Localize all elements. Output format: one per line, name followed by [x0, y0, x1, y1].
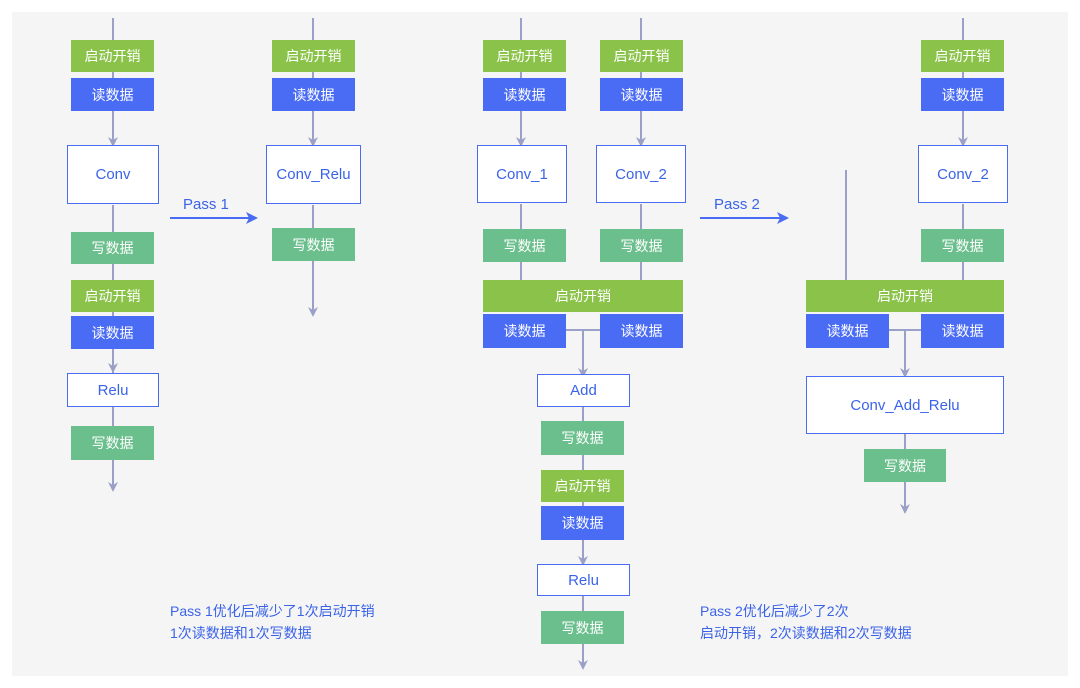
- read-data-box: 读数据: [483, 314, 566, 348]
- read-data-box: 读数据: [806, 314, 889, 348]
- conv-1-op-box: Conv_1: [477, 145, 567, 203]
- relu-op-box: Relu: [537, 564, 630, 596]
- pass2-note-line2: 启动开销，2次读数据和2次写数据: [700, 625, 912, 641]
- read-data-box: 读数据: [600, 78, 683, 111]
- conv-2-op-box: Conv_2: [596, 145, 686, 203]
- write-data-box: 写数据: [600, 229, 683, 262]
- read-data-box: 读数据: [71, 78, 154, 111]
- write-data-box: 写数据: [864, 449, 946, 482]
- write-data-box: 写数据: [483, 229, 566, 262]
- pass2-note: Pass 2优化后减少了2次 启动开销，2次读数据和2次写数据: [700, 600, 912, 644]
- read-data-box: 读数据: [71, 316, 154, 349]
- write-data-box: 写数据: [541, 421, 624, 455]
- read-data-box: 读数据: [541, 506, 624, 540]
- read-data-box: 读数据: [921, 314, 1004, 348]
- startup-cost-box: 启动开销: [541, 470, 624, 502]
- read-data-box: 读数据: [272, 78, 355, 111]
- startup-cost-box: 启动开销: [71, 40, 154, 72]
- relu-op-box: Relu: [67, 373, 159, 407]
- startup-cost-bar: 启动开销: [806, 280, 1004, 312]
- conv-2-op-box: Conv_2: [918, 145, 1008, 203]
- pass1-note-line1: Pass 1优化后减少了1次启动开销: [170, 603, 375, 619]
- startup-cost-box: 启动开销: [71, 280, 154, 312]
- startup-cost-bar: 启动开销: [483, 280, 683, 312]
- conv-relu-op-box: Conv_Relu: [266, 145, 361, 204]
- read-data-box: 读数据: [600, 314, 683, 348]
- pass1-label: Pass 1: [183, 196, 229, 213]
- write-data-box: 写数据: [71, 232, 154, 264]
- startup-cost-box: 启动开销: [272, 40, 355, 72]
- read-data-box: 读数据: [483, 78, 566, 111]
- read-data-box: 读数据: [921, 78, 1004, 111]
- write-data-box: 写数据: [921, 229, 1004, 262]
- conv-add-relu-op-box: Conv_Add_Relu: [806, 376, 1004, 434]
- startup-cost-box: 启动开销: [483, 40, 566, 72]
- pass2-note-line1: Pass 2优化后减少了2次: [700, 603, 849, 619]
- conv-op-box: Conv: [67, 145, 159, 204]
- pass1-note-line2: 1次读数据和1次写数据: [170, 625, 312, 641]
- write-data-box: 写数据: [272, 228, 355, 261]
- add-op-box: Add: [537, 374, 630, 407]
- pass2-label: Pass 2: [714, 196, 760, 213]
- startup-cost-box: 启动开销: [921, 40, 1004, 72]
- startup-cost-box: 启动开销: [600, 40, 683, 72]
- write-data-box: 写数据: [71, 426, 154, 460]
- write-data-box: 写数据: [541, 611, 624, 644]
- pass1-note: Pass 1优化后减少了1次启动开销 1次读数据和1次写数据: [170, 600, 375, 644]
